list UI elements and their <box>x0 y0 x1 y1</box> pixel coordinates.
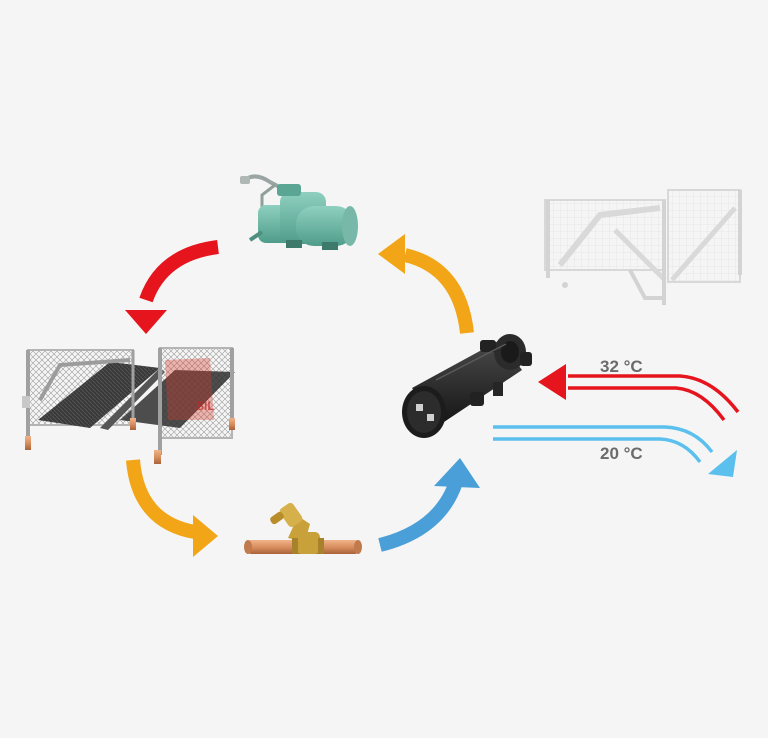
expansion-valve <box>244 502 362 554</box>
hot-water-inlet-arrow <box>538 364 740 422</box>
arrow-compressor-to-condenser <box>125 240 220 334</box>
arrow-valve-to-evaporator <box>378 458 480 552</box>
arrow-condenser-to-valve <box>126 459 218 557</box>
dry-cooler <box>544 189 742 305</box>
cold-water-temperature-label: 20 °C <box>600 444 643 463</box>
compressor <box>240 174 358 250</box>
arrow-evaporator-to-compressor <box>378 234 474 334</box>
hot-water-temperature-label: 32 °C <box>600 357 643 376</box>
cold-water-outlet-arrow <box>493 425 737 477</box>
evaporator <box>402 334 532 438</box>
svg-text:SIL: SIL <box>196 399 215 413</box>
condenser: SIL <box>22 347 235 464</box>
